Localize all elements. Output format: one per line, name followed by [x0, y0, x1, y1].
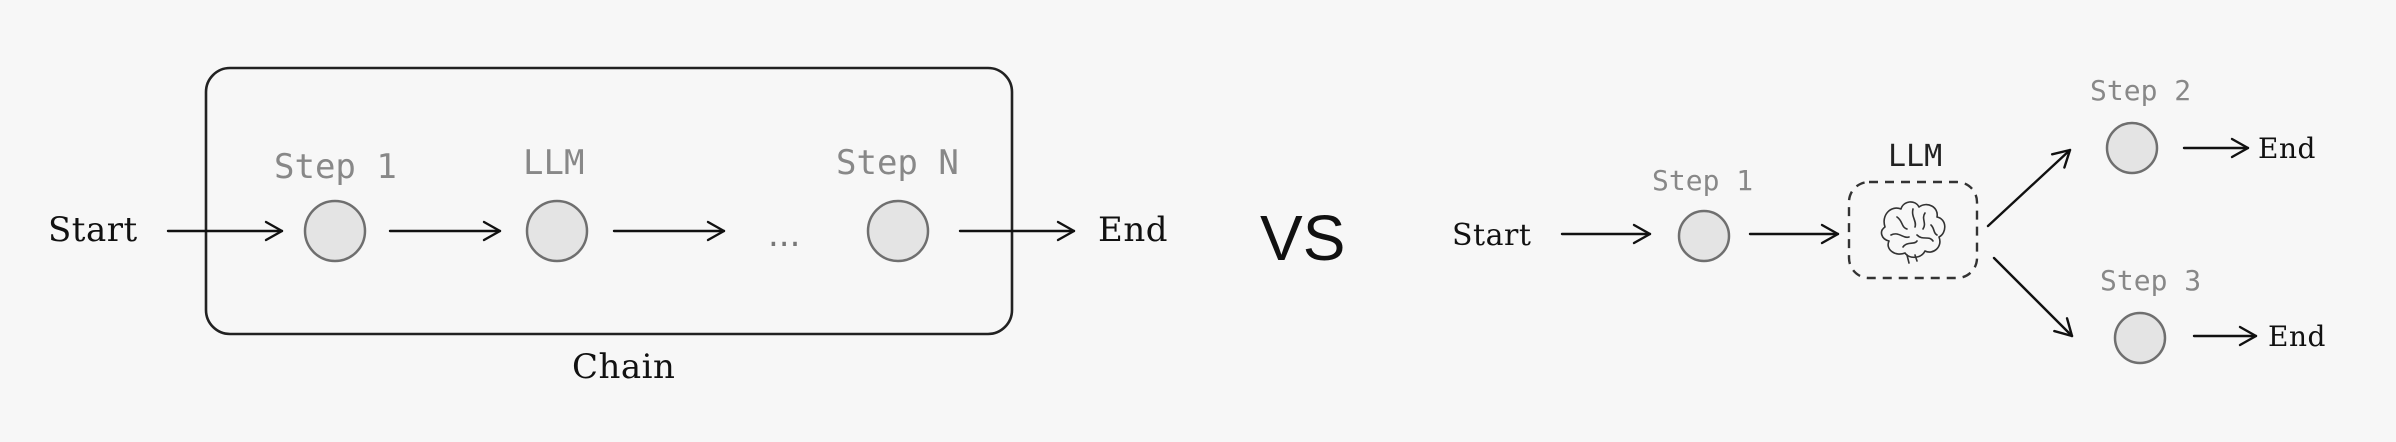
chain-stepn-node: [866, 199, 930, 263]
chain-end-label: End: [1098, 210, 1168, 250]
chain-caption: Chain: [572, 347, 675, 387]
agent-step3-node: [2113, 311, 2167, 365]
agent-step1-label: Step 1: [1652, 164, 1753, 197]
agent-start-label: Start: [1452, 218, 1531, 253]
agent-arrow-llm-step2: [1986, 148, 2072, 228]
chain-step1-label: Step 1: [274, 147, 397, 187]
agent-step2-label: Step 2: [2090, 74, 2191, 107]
agent-diagram: Start Step 1 LLM Step 2 End Step 3 End: [1452, 74, 2326, 365]
chain-llm-label: LLM: [523, 143, 584, 183]
agent-llm-box: [1847, 180, 1979, 280]
chain-llm-node: [525, 199, 589, 263]
chain-diagram: Start Step 1 LLM ... Step N End Chain: [48, 66, 1168, 387]
chain-start-label: Start: [48, 210, 138, 250]
agent-step1-node: [1677, 209, 1731, 263]
agent-step2-node: [2105, 121, 2159, 175]
agent-llm-label: LLM: [1888, 139, 1942, 174]
agent-step3-end-label: End: [2268, 320, 2326, 353]
chain-step1-node: [303, 199, 367, 263]
agent-step3-label: Step 3: [2100, 264, 2201, 297]
agent-arrow-llm-step3: [1992, 256, 2074, 338]
chain-stepn-label: Step N: [836, 143, 959, 183]
vs-label: VS: [1260, 202, 1345, 274]
chain-box: [204, 66, 1014, 336]
brain-icon: [1880, 201, 1946, 264]
chain-ellipsis: ...: [768, 215, 800, 255]
agent-step2-end-label: End: [2258, 132, 2316, 165]
